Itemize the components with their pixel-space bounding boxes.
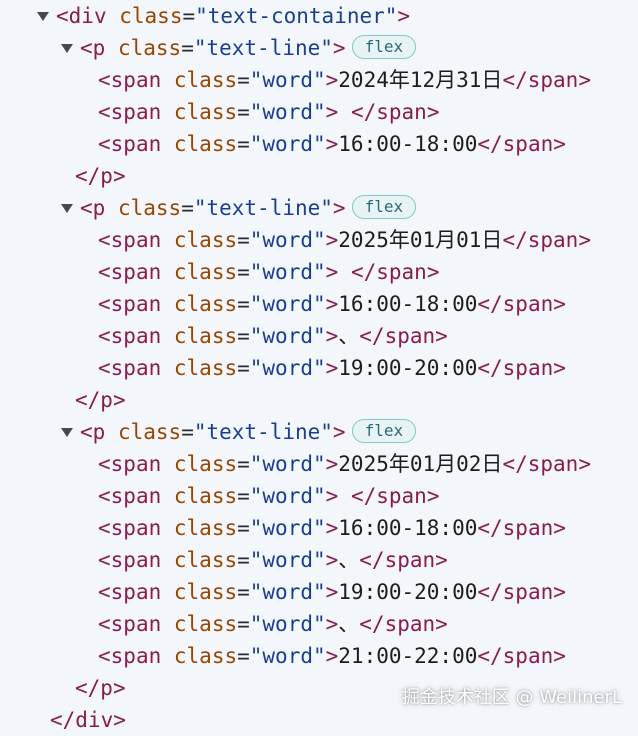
node-span-word[interactable]: <span class="word">、</span>: [98, 548, 448, 572]
text-content: 19:00-20:00: [338, 580, 478, 604]
node-span-word[interactable]: <span class="word">2025年01月01日</span>: [98, 228, 591, 252]
expand-triangle-icon[interactable]: [37, 12, 49, 21]
flex-badge[interactable]: flex: [351, 35, 417, 59]
attribute-value: "text-container": [195, 4, 398, 28]
node-span-word[interactable]: <span class="word">16:00-18:00</span>: [98, 516, 566, 540]
closing-tag-p[interactable]: </p>: [75, 676, 126, 700]
node-span-word[interactable]: <span class="word">19:00-20:00</span>: [98, 356, 566, 380]
tag-name: p: [92, 196, 106, 220]
closing-tag-div[interactable]: </div>: [50, 708, 126, 732]
flex-badge[interactable]: flex: [351, 195, 417, 219]
text-content: [338, 484, 351, 508]
tag-name: div: [68, 4, 107, 28]
attribute-value: "text-line": [193, 36, 333, 60]
node-span-word[interactable]: <span class="word"> </span>: [98, 260, 440, 284]
node-span-word[interactable]: <span class="word">2025年01月02日</span>: [98, 452, 591, 476]
expand-triangle-icon[interactable]: [61, 204, 73, 213]
node-p-text-line[interactable]: <p class="text-line">flex: [0, 192, 638, 224]
text-content: [338, 100, 351, 124]
text-content: 16:00-18:00: [338, 132, 478, 156]
node-span-word[interactable]: <span class="word"> </span>: [98, 484, 440, 508]
attribute-name: class: [119, 4, 183, 28]
tag-open-bracket: <: [56, 4, 69, 28]
closing-tag-p[interactable]: </p>: [75, 164, 126, 188]
node-p-text-line[interactable]: <p class="text-line">flex: [0, 416, 638, 448]
node-span-word[interactable]: <span class="word">16:00-18:00</span>: [98, 132, 566, 156]
flex-badge[interactable]: flex: [351, 419, 417, 443]
expand-triangle-icon[interactable]: [61, 44, 73, 53]
node-span-word[interactable]: <span class="word">21:00-22:00</span>: [98, 644, 566, 668]
text-content: 19:00-20:00: [338, 356, 478, 380]
attribute-name: class: [117, 196, 182, 220]
text-content: 16:00-18:00: [338, 516, 478, 540]
attribute-name: class: [117, 36, 182, 60]
node-p-text-line[interactable]: <p class="text-line">flex: [0, 32, 638, 64]
attribute-value: "text-line": [193, 196, 333, 220]
node-div-text-container[interactable]: <div class="text-container">: [0, 0, 638, 32]
text-content: 2024年12月31日: [338, 68, 503, 92]
attribute-name: class: [117, 420, 182, 444]
tag-name: p: [92, 36, 106, 60]
text-content: 2025年01月02日: [338, 452, 503, 476]
text-content: 2025年01月01日: [338, 228, 503, 252]
closing-tag-p[interactable]: </p>: [75, 388, 126, 412]
node-span-word[interactable]: <span class="word">、</span>: [98, 612, 448, 636]
node-span-word[interactable]: <span class="word"> </span>: [98, 100, 440, 124]
text-content: 、: [338, 548, 360, 572]
watermark: 掘金技术社区 @ WeilinerL: [401, 687, 622, 708]
attribute-value: "text-line": [193, 420, 333, 444]
text-content: [338, 260, 351, 284]
expand-triangle-icon[interactable]: [61, 428, 73, 437]
tag-name: p: [92, 420, 106, 444]
node-span-word[interactable]: <span class="word">2024年12月31日</span>: [98, 68, 591, 92]
node-span-word[interactable]: <span class="word">、</span>: [98, 324, 448, 348]
node-span-word[interactable]: <span class="word">19:00-20:00</span>: [98, 580, 566, 604]
text-content: 、: [338, 612, 360, 636]
node-span-word[interactable]: <span class="word">16:00-18:00</span>: [98, 292, 566, 316]
text-content: 16:00-18:00: [338, 292, 478, 316]
text-content: 21:00-22:00: [338, 644, 478, 668]
text-content: 、: [338, 324, 360, 348]
